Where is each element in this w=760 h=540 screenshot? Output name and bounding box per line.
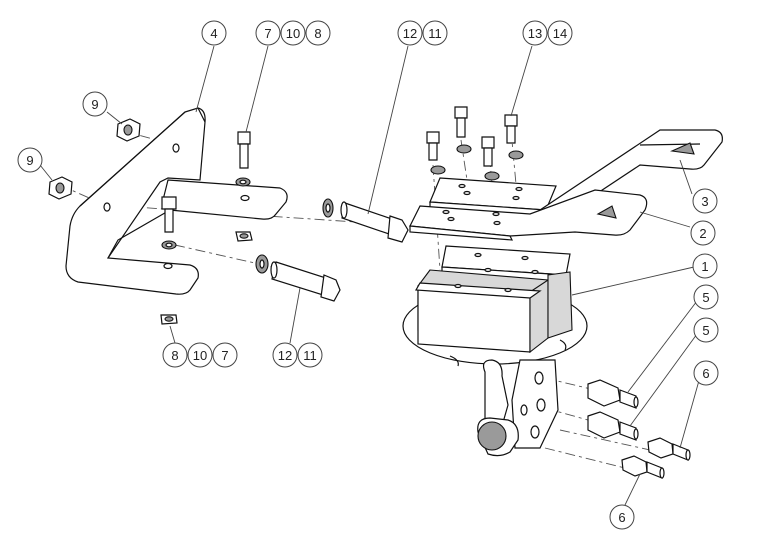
swivel-knuckle bbox=[477, 359, 559, 457]
callout-13-14: 13 14 bbox=[522, 20, 573, 46]
svg-text:10: 10 bbox=[286, 26, 300, 41]
support-arm-part-3 bbox=[538, 129, 723, 211]
svg-text:8: 8 bbox=[171, 348, 178, 363]
fitting-part-5-lower bbox=[587, 411, 639, 441]
callout-9-upper: 9 bbox=[82, 91, 108, 117]
callout-7-10-8: 7 10 8 bbox=[255, 20, 331, 46]
svg-text:3: 3 bbox=[701, 194, 708, 209]
svg-text:5: 5 bbox=[702, 323, 709, 338]
leader-lines bbox=[39, 45, 701, 506]
svg-text:5: 5 bbox=[702, 290, 709, 305]
svg-text:13: 13 bbox=[528, 26, 542, 41]
fitting-part-5-upper bbox=[587, 379, 639, 409]
callout-5-upper: 5 bbox=[693, 284, 719, 310]
bolt-part-7-lower bbox=[161, 196, 177, 250]
svg-text:12: 12 bbox=[403, 26, 417, 41]
nut-part-8-lower bbox=[160, 314, 178, 325]
bolts-part-13-14 bbox=[426, 106, 524, 181]
nut-part-9-upper bbox=[116, 118, 141, 142]
support-plate-part-2 bbox=[409, 189, 648, 241]
nut-part-9-lower bbox=[48, 176, 73, 200]
svg-text:7: 7 bbox=[221, 348, 228, 363]
callout-12-11-upper: 12 11 bbox=[397, 20, 448, 46]
angle-bracket-part-4 bbox=[65, 107, 288, 295]
svg-text:8: 8 bbox=[314, 26, 321, 41]
callout-8-10-7: 8 10 7 bbox=[162, 342, 238, 368]
svg-text:6: 6 bbox=[702, 366, 709, 381]
long-bolt-part-11-lower bbox=[255, 254, 341, 302]
svg-text:11: 11 bbox=[303, 348, 317, 363]
callout-1: 1 bbox=[692, 253, 718, 279]
svg-text:9: 9 bbox=[26, 153, 33, 168]
fitting-part-6-upper bbox=[647, 437, 691, 461]
callout-4: 4 bbox=[201, 20, 227, 46]
bolt-part-7-upper bbox=[235, 131, 251, 187]
callout-6-lower: 6 bbox=[609, 504, 635, 530]
fitting-part-6-lower bbox=[621, 455, 665, 479]
callout-2: 2 bbox=[690, 220, 716, 246]
callout-5-lower: 5 bbox=[693, 317, 719, 343]
callout-6-upper: 6 bbox=[693, 360, 719, 386]
svg-text:4: 4 bbox=[210, 26, 217, 41]
svg-text:7: 7 bbox=[264, 26, 271, 41]
svg-text:6: 6 bbox=[618, 510, 625, 525]
svg-text:1: 1 bbox=[701, 259, 708, 274]
svg-text:14: 14 bbox=[553, 26, 567, 41]
callout-3: 3 bbox=[692, 188, 718, 214]
long-bolt-part-11-upper bbox=[322, 198, 409, 243]
svg-text:9: 9 bbox=[91, 97, 98, 112]
svg-text:11: 11 bbox=[428, 26, 442, 41]
svg-text:12: 12 bbox=[278, 348, 292, 363]
nut-part-8-upper bbox=[235, 231, 253, 242]
callout-9-lower: 9 bbox=[17, 147, 43, 173]
rubber-mount-part-1 bbox=[402, 245, 588, 367]
callout-12-11-lower: 12 11 bbox=[272, 342, 323, 368]
svg-text:2: 2 bbox=[699, 226, 706, 241]
svg-text:10: 10 bbox=[193, 348, 207, 363]
